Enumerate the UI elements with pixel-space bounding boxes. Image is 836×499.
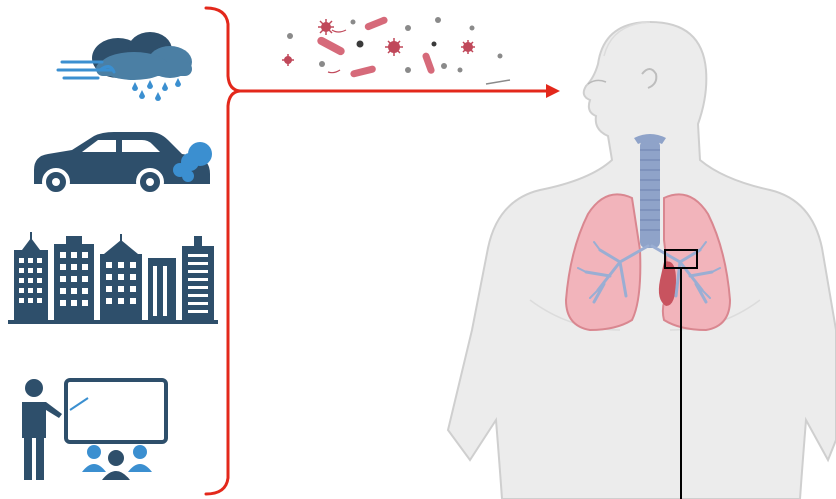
- airborne-particles: [282, 16, 510, 84]
- weather-cloud-rain-wind-icon: [58, 32, 192, 101]
- teacher-classroom-icon: [22, 379, 166, 480]
- car-exhaust-icon: [34, 132, 212, 194]
- human-torso: [448, 22, 836, 499]
- inhalation-arrow: [240, 84, 560, 98]
- city-buildings-icon: [8, 232, 218, 324]
- bacteria-particle: [316, 16, 436, 78]
